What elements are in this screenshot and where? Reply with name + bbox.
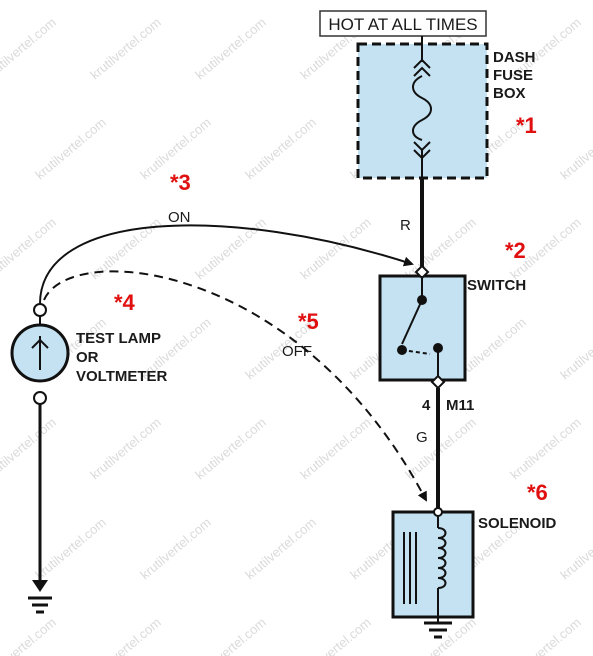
off-label: OFF bbox=[282, 343, 312, 360]
watermark-text: krutilvertel.com bbox=[87, 15, 164, 83]
test-lamp-probe-icon bbox=[32, 580, 48, 592]
test-lamp-terminal-top bbox=[33, 303, 47, 317]
on-label: ON bbox=[168, 209, 191, 226]
watermark-text: krutilvertel.com bbox=[192, 415, 269, 483]
switch-label: SWITCH bbox=[467, 277, 526, 294]
solenoid-label: SOLENOID bbox=[478, 515, 557, 532]
on-probe-path bbox=[39, 224, 414, 305]
watermark-text: krutilvertel.com bbox=[557, 115, 593, 183]
watermark-text: krutilvertel.com bbox=[402, 415, 479, 483]
watermark-text: krutilvertel.com bbox=[87, 415, 164, 483]
marker-6: *6 bbox=[527, 480, 548, 505]
watermark-text: krutilvertel.com bbox=[192, 15, 269, 83]
marker-1: *1 bbox=[516, 113, 537, 138]
watermark-text: krutilvertel.com bbox=[242, 115, 319, 183]
watermark-text: krutilvertel.com bbox=[137, 515, 214, 583]
watermark-text: krutilvertel.com bbox=[402, 215, 479, 283]
watermark-text: krutilvertel.com bbox=[242, 515, 319, 583]
connector-id-label: M11 bbox=[446, 397, 474, 414]
watermark-text: krutilvertel.com bbox=[402, 615, 479, 656]
test-lamp-ground-icon bbox=[28, 596, 52, 614]
test-lamp-terminal-bottom bbox=[33, 391, 47, 405]
hot-at-all-times-box bbox=[319, 10, 487, 37]
solenoid-box bbox=[391, 510, 475, 619]
connector-pin-label: 4 bbox=[422, 397, 431, 414]
marker-5: *5 bbox=[298, 309, 319, 334]
watermark-text: krutilvertel.com bbox=[297, 415, 374, 483]
fuse-box-label-line-1: DASH bbox=[493, 49, 536, 66]
fuse-box-label-line-3: BOX bbox=[493, 85, 526, 102]
watermark-text: krutilvertel.com bbox=[557, 315, 593, 383]
fuse-icon bbox=[412, 36, 432, 178]
marker-3: *3 bbox=[170, 170, 191, 195]
wire-color-r-label: R bbox=[400, 217, 411, 234]
watermark-text: krutilvertel.com bbox=[192, 615, 269, 656]
test-lamp-label-line-3: VOLTMETER bbox=[76, 368, 168, 385]
switch-icon bbox=[397, 264, 446, 390]
solenoid-coil-icon bbox=[403, 507, 447, 622]
watermark-text: krutilvertel.com bbox=[507, 615, 584, 656]
watermark-text: krutilvertel.com bbox=[297, 615, 374, 656]
test-lamp-label-line-2: OR bbox=[76, 349, 99, 366]
marker-2: *2 bbox=[505, 238, 526, 263]
ground-icon bbox=[424, 621, 452, 639]
watermark-text: krutilvertel.com bbox=[0, 415, 59, 483]
hot-at-all-times-label: HOT AT ALL TIMES bbox=[328, 15, 477, 34]
wire-color-g-label: G bbox=[416, 429, 428, 446]
test-lamp-label-line-1: TEST LAMP bbox=[76, 330, 161, 347]
off-probe-path bbox=[43, 270, 427, 502]
watermark-text: krutilvertel.com bbox=[0, 15, 59, 83]
watermark-text: krutilvertel.com bbox=[32, 515, 109, 583]
watermark-text: krutilvertel.com bbox=[297, 215, 374, 283]
watermark-text: krutilvertel.com bbox=[557, 515, 593, 583]
watermark-text: krutilvertel.com bbox=[0, 615, 59, 656]
fuse-box-label-line-2: FUSE bbox=[493, 67, 533, 84]
marker-4: *4 bbox=[114, 290, 136, 315]
watermark-text: krutilvertel.com bbox=[507, 415, 584, 483]
watermark-text: krutilvertel.com bbox=[87, 615, 164, 656]
watermark-text: krutilvertel.com bbox=[32, 115, 109, 183]
lamp-filament-icon bbox=[31, 336, 49, 370]
